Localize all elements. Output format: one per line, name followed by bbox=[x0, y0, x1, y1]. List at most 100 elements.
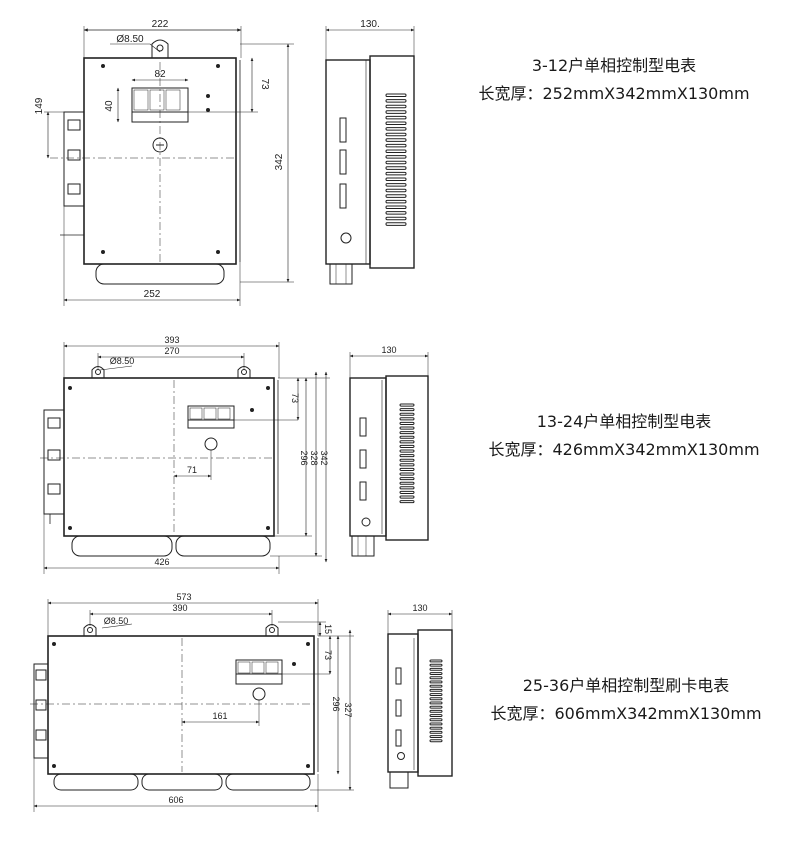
unit1-dim-side-block: 149 bbox=[34, 97, 45, 114]
vent-slot bbox=[429, 718, 443, 722]
vent-slot bbox=[399, 435, 415, 439]
unit1-vent-slots bbox=[385, 93, 407, 226]
unit2-front-view bbox=[40, 342, 330, 574]
vent-slot bbox=[399, 431, 415, 435]
unit1-dim-window-w: 82 bbox=[154, 69, 166, 80]
vent-slot bbox=[399, 467, 415, 471]
vent-slot bbox=[399, 421, 415, 425]
vent-slot bbox=[429, 726, 443, 730]
vent-slot bbox=[429, 663, 443, 667]
vent-slot bbox=[385, 99, 407, 103]
vent-slot bbox=[399, 440, 415, 444]
vent-slot bbox=[385, 93, 407, 98]
vent-slot bbox=[385, 115, 407, 120]
vent-slot bbox=[399, 458, 415, 462]
vent-slot bbox=[399, 472, 415, 476]
product-size: 长宽厚：606mmX342mmX130mm bbox=[456, 700, 796, 728]
vent-slot bbox=[429, 735, 443, 738]
vent-slot bbox=[399, 463, 415, 467]
vent-slot bbox=[399, 490, 415, 494]
unit2-dim-hole-spacing: 270 bbox=[164, 346, 179, 356]
vent-slot bbox=[399, 403, 415, 407]
vent-slot bbox=[399, 477, 415, 481]
unit2-dim-window-top: 73 bbox=[290, 393, 300, 403]
unit1-dim-outer-width: 252 bbox=[144, 289, 161, 300]
vent-slot bbox=[385, 211, 407, 215]
vent-slot bbox=[399, 426, 415, 430]
unit1-side-view bbox=[325, 26, 415, 285]
vent-slot bbox=[399, 486, 415, 490]
vent-slot bbox=[429, 667, 443, 671]
vent-slot bbox=[429, 705, 443, 709]
unit2-dim-h3: 342 bbox=[319, 450, 329, 465]
vent-slot bbox=[429, 722, 443, 726]
vent-slot bbox=[429, 672, 443, 675]
unit3-dim-window-top: 73 bbox=[323, 650, 333, 660]
vent-slot bbox=[385, 132, 407, 137]
unit3-dim-h1: 296 bbox=[331, 696, 341, 711]
unit1-dim-hole: Ø8.50 bbox=[116, 34, 144, 45]
vent-slot bbox=[385, 155, 407, 159]
vent-slot bbox=[385, 183, 407, 187]
vent-slot bbox=[385, 222, 407, 226]
vent-slot bbox=[429, 697, 443, 701]
unit3-dim-overall-width: 573 bbox=[176, 592, 191, 602]
unit3-vent-slots bbox=[429, 659, 443, 743]
size-value: 252mmX342mmX130mm bbox=[542, 84, 750, 103]
vent-slot bbox=[399, 481, 415, 485]
product-spec-2: 13-24户单相控制型电表 长宽厚：426mmX342mmX130mm bbox=[454, 408, 794, 464]
product-size: 长宽厚：252mmX342mmX130mm bbox=[444, 80, 784, 108]
size-label: 长宽厚： bbox=[478, 84, 543, 103]
unit1-dim-window-top: 73 bbox=[259, 78, 270, 90]
unit3-dim-depth: 130 bbox=[412, 603, 427, 613]
unit2-dim-outer-width: 426 bbox=[154, 557, 169, 567]
size-value: 426mmX342mmX130mm bbox=[552, 440, 760, 459]
vent-slot bbox=[429, 676, 443, 680]
size-label: 长宽厚： bbox=[488, 440, 553, 459]
vent-slot bbox=[385, 127, 407, 131]
vent-slot bbox=[399, 449, 415, 453]
vent-slot bbox=[385, 177, 407, 182]
product-title: 3-12户单相控制型电表 bbox=[531, 56, 697, 75]
vent-slot bbox=[385, 188, 407, 193]
unit3-dim-outer-width: 606 bbox=[168, 795, 183, 805]
vent-slot bbox=[399, 495, 415, 499]
vent-slot bbox=[385, 194, 407, 198]
unit2-vent-slots bbox=[399, 403, 415, 504]
vent-slot bbox=[385, 160, 407, 165]
vent-slot bbox=[385, 110, 407, 114]
unit1-dim-height: 342 bbox=[274, 153, 285, 170]
vent-slot bbox=[429, 693, 443, 696]
vent-slot bbox=[385, 104, 407, 109]
vent-slot bbox=[429, 739, 443, 743]
vent-slot bbox=[385, 216, 407, 221]
vent-slot bbox=[399, 417, 415, 421]
vent-slot bbox=[385, 143, 407, 148]
unit1-dim-overall-width: 222 bbox=[152, 19, 169, 30]
unit3-dim-offset: 161 bbox=[212, 711, 227, 721]
product-size: 长宽厚：426mmX342mmX130mm bbox=[454, 436, 794, 464]
product-spec-3: 25-36户单相控制型刷卡电表 长宽厚：606mmX342mmX130mm bbox=[456, 672, 796, 728]
vent-slot bbox=[429, 684, 443, 688]
unit3-front-view bbox=[30, 599, 354, 812]
vent-slot bbox=[399, 408, 415, 412]
unit2-dim-offset: 71 bbox=[187, 465, 197, 475]
unit2-dim-h1: 296 bbox=[299, 450, 309, 465]
vent-slot bbox=[385, 199, 407, 204]
vent-slot bbox=[399, 412, 415, 416]
unit2-dim-depth: 130 bbox=[381, 345, 396, 355]
unit3-dim-top-offset: 15 bbox=[323, 624, 333, 634]
vent-slot bbox=[385, 121, 407, 126]
vent-slot bbox=[385, 166, 407, 170]
vent-slot bbox=[429, 680, 443, 684]
size-label: 长宽厚： bbox=[490, 704, 555, 723]
vent-slot bbox=[429, 701, 443, 705]
unit1-front-view bbox=[44, 26, 294, 306]
unit3-dim-hole-spacing: 390 bbox=[172, 603, 187, 613]
unit1-dim-window-h: 40 bbox=[104, 100, 115, 112]
vent-slot bbox=[429, 714, 443, 717]
unit3-dim-hole: Ø8.50 bbox=[104, 616, 129, 626]
vent-slot bbox=[399, 500, 415, 504]
vent-slot bbox=[429, 688, 443, 692]
